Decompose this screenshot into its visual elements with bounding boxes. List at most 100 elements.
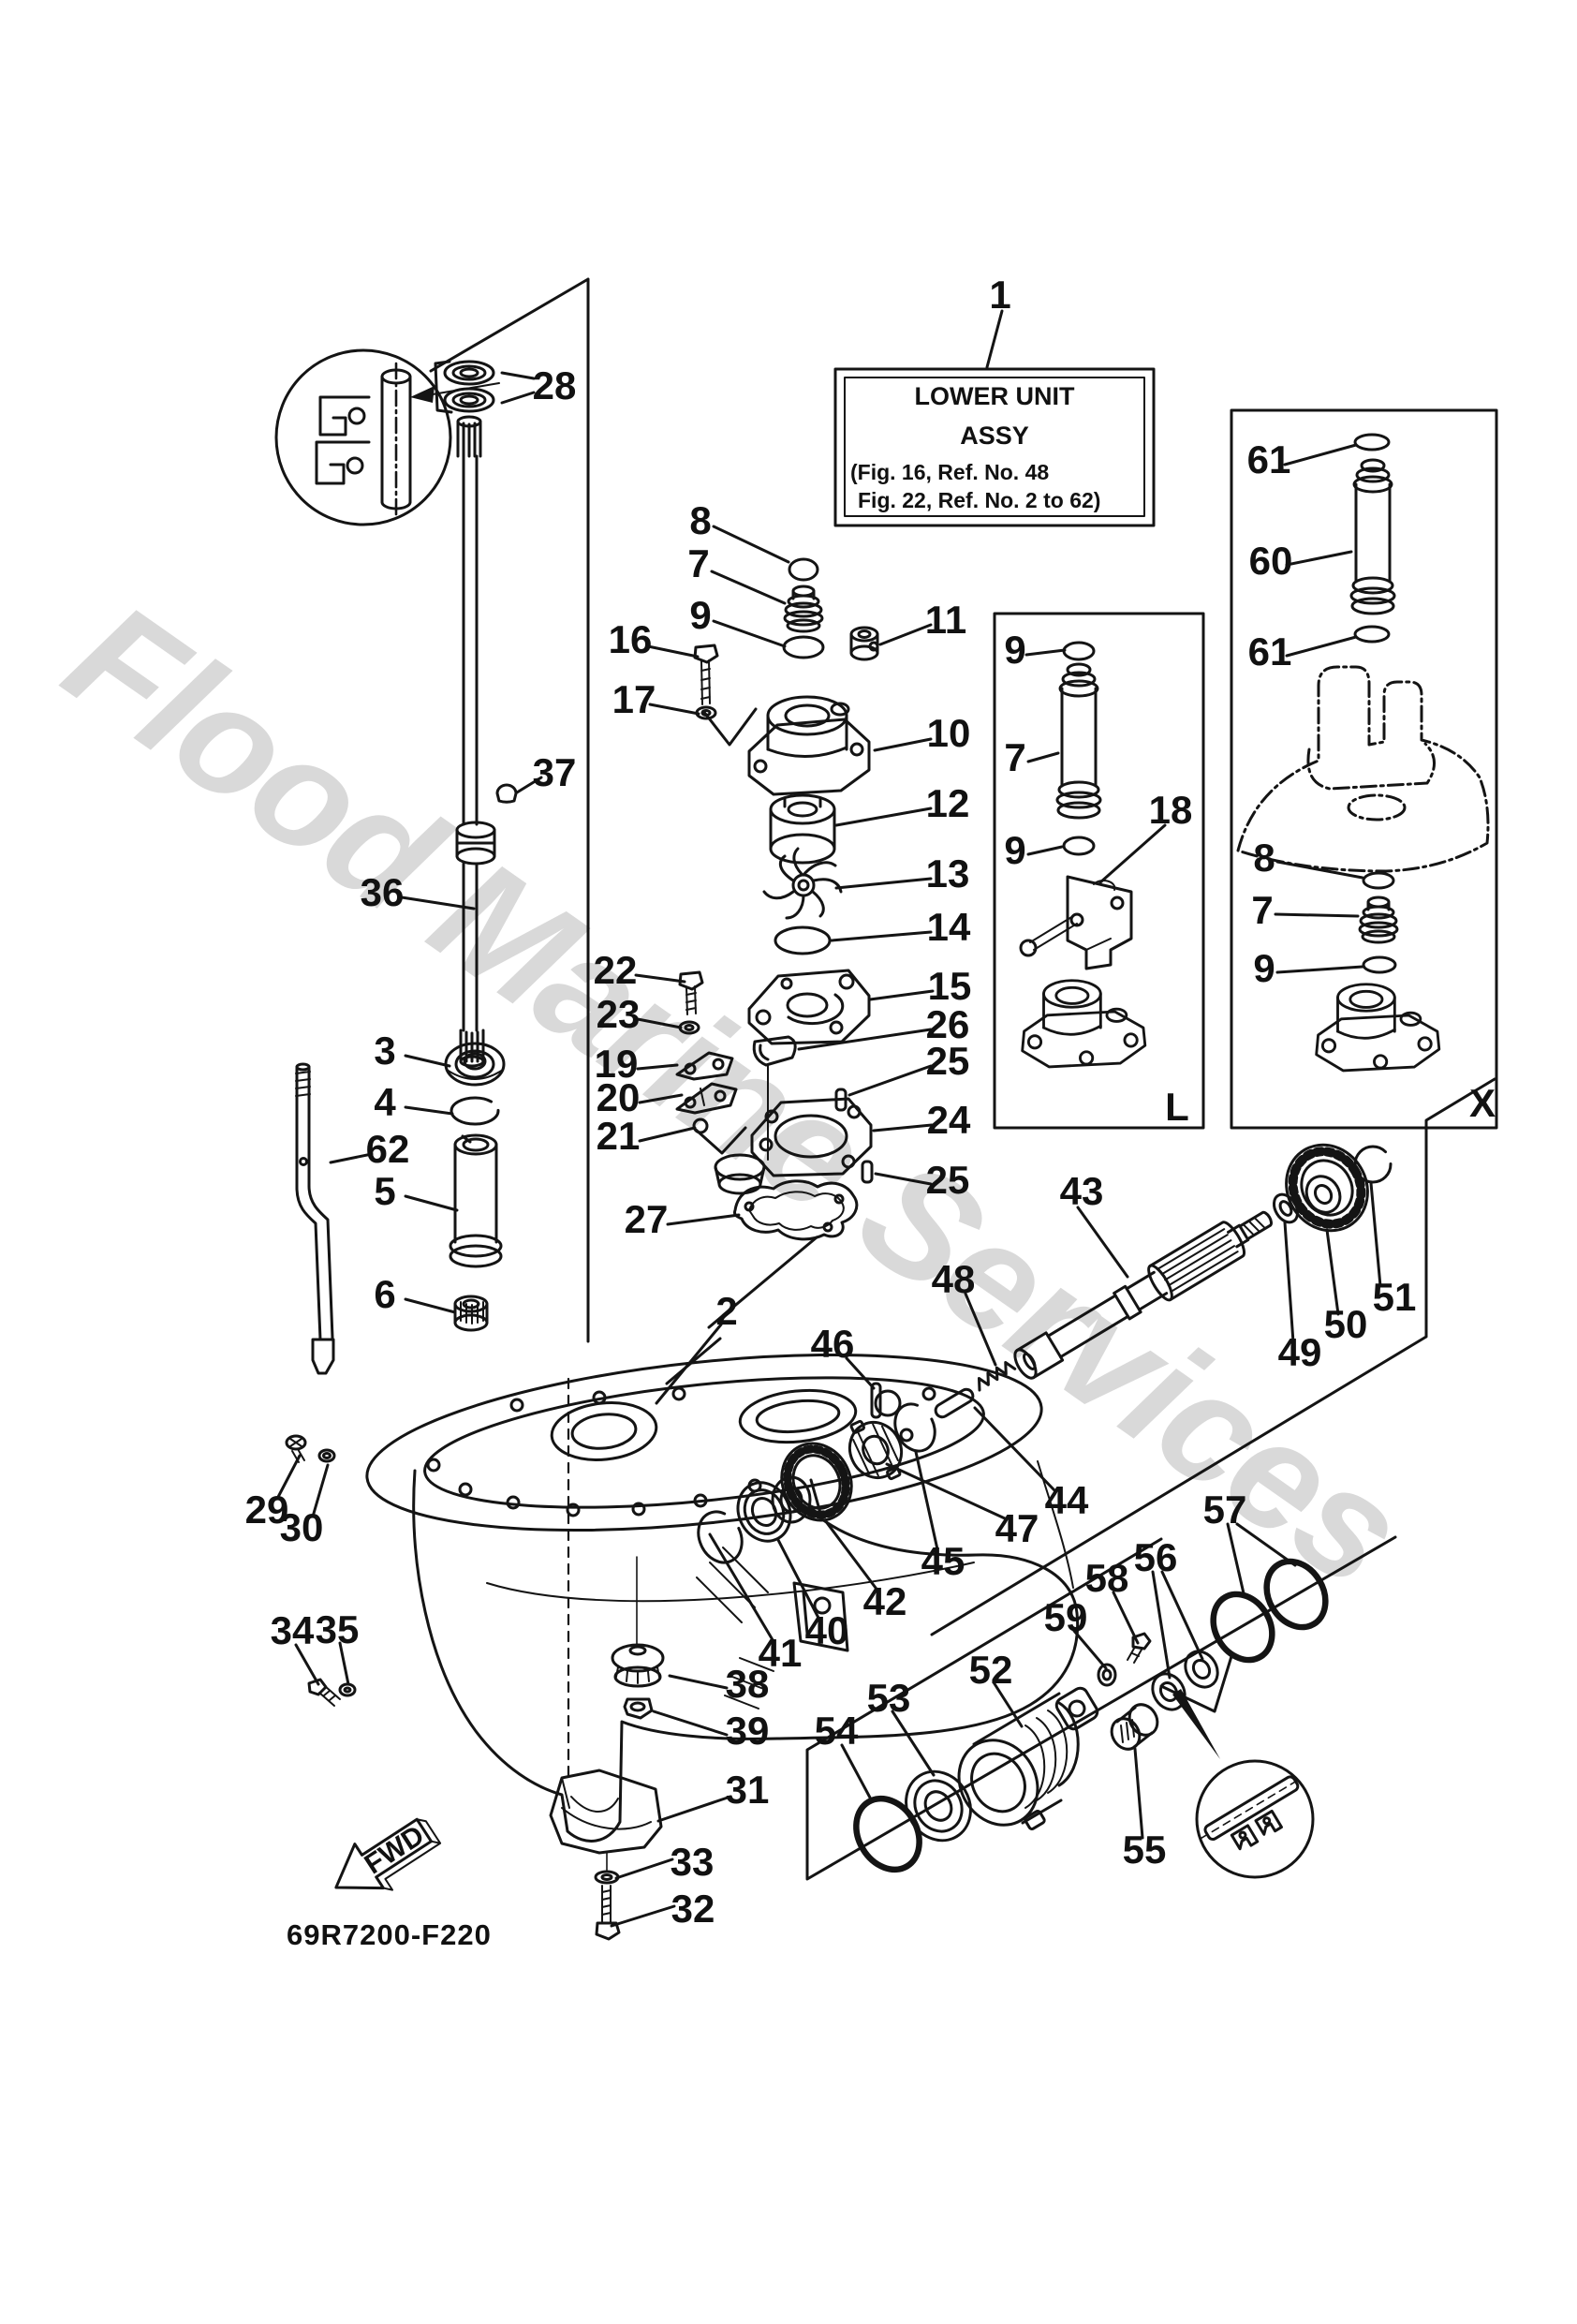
callout-15: 15: [928, 964, 972, 1008]
seal-tube-7-l: [1055, 662, 1102, 820]
callout-60: 60: [1249, 539, 1293, 583]
bushing-11: [849, 626, 879, 661]
trim-tab: [792, 1581, 849, 1652]
callout-7: 7: [1004, 735, 1025, 779]
title-box: LOWER UNIT ASSY (Fig. 16, Ref. No. 48 Fi…: [833, 367, 1156, 527]
c-ring-45: [893, 1402, 936, 1453]
callout-54: 54: [815, 1709, 859, 1753]
callout-1: 1: [989, 273, 1010, 317]
callout-30: 30: [280, 1505, 324, 1549]
washers-56: [1151, 1650, 1219, 1711]
grommet-21: [692, 1118, 709, 1134]
carrier-52: [957, 1686, 1099, 1831]
frame-lines: [429, 277, 1496, 1881]
callout-48: 48: [932, 1257, 976, 1301]
callout-61: 61: [1248, 629, 1292, 674]
shift-rod-boot: [714, 1153, 766, 1195]
callout-26: 26: [926, 1002, 970, 1046]
callout-10: 10: [927, 711, 971, 755]
water-inlet-38: [611, 1643, 665, 1688]
callout-3: 3: [374, 1029, 395, 1073]
callout-28: 28: [533, 363, 577, 407]
bolt-58: [1127, 1632, 1152, 1664]
o-ring-54: [853, 1795, 922, 1873]
callout-23: 23: [597, 992, 641, 1036]
gear-case: [365, 1353, 1080, 1843]
callout-14: 14: [927, 905, 971, 949]
callout-58: 58: [1085, 1556, 1129, 1600]
damper-tube-60: [1349, 458, 1396, 615]
callout-36: 36: [361, 870, 405, 914]
plate-19: [675, 1051, 734, 1081]
callout-9: 9: [689, 593, 711, 637]
o-ring-9: [782, 635, 825, 659]
title-line-1: LOWER UNIT: [915, 382, 1075, 410]
impeller-13: [762, 847, 843, 920]
spring-48: [977, 1360, 1017, 1392]
o-rings-57: [1210, 1558, 1329, 1664]
callout-9: 9: [1004, 628, 1025, 672]
callout-41: 41: [759, 1631, 803, 1675]
callout-20: 20: [597, 1075, 641, 1119]
c-ring-4: [450, 1096, 500, 1126]
callout-52: 52: [969, 1648, 1013, 1692]
title-line-2: ASSY: [960, 422, 1029, 450]
seal-housing-7: [783, 585, 824, 633]
washer-59: [1097, 1663, 1117, 1687]
callout-6: 6: [374, 1272, 395, 1316]
callout-62: 62: [366, 1127, 410, 1171]
callout-53: 53: [867, 1676, 911, 1720]
plate-20: [675, 1082, 738, 1115]
washer-23: [678, 1020, 700, 1035]
callout-37: 37: [533, 750, 577, 794]
nut-39: [623, 1697, 654, 1720]
pump-housing-10: [747, 695, 871, 796]
callout-38: 38: [726, 1662, 770, 1706]
outer-plate-15: [747, 969, 871, 1045]
gasket-27: [733, 1179, 859, 1241]
fwd-label: FWD: [360, 1820, 430, 1881]
callout-40: 40: [805, 1608, 849, 1652]
callout-43: 43: [1060, 1169, 1104, 1213]
callout-2: 2: [715, 1289, 737, 1333]
callout-17: 17: [612, 677, 656, 721]
gasket-14: [774, 925, 832, 955]
o-ring-9-x: [1362, 955, 1397, 974]
callout-12: 12: [926, 781, 970, 825]
leader-lines: [275, 309, 1382, 1928]
title-line-4: Fig. 22, Ref. No. 2 to 62): [858, 488, 1100, 512]
callout-44: 44: [1045, 1478, 1089, 1522]
variant-label-l: L: [1165, 1085, 1189, 1129]
callout-33: 33: [671, 1840, 715, 1884]
pump-base-l: [1021, 979, 1147, 1069]
sleeve-5: [449, 1133, 503, 1268]
bearing-3: [444, 1042, 506, 1087]
bolt-16: [693, 644, 719, 705]
callout-19: 19: [595, 1042, 639, 1086]
fwd-arrow: FWD: [334, 1817, 442, 1891]
title-line-3: (Fig. 16, Ref. No. 48: [850, 460, 1049, 484]
pin-44: [934, 1387, 975, 1419]
bearing-carrier-group: [853, 1558, 1329, 1873]
callout-7: 7: [1251, 888, 1273, 932]
prop-shaft-43: [1013, 1210, 1273, 1380]
seal-housing-7-x: [1358, 896, 1399, 944]
shim-41: [697, 1510, 744, 1564]
callout-50: 50: [1324, 1302, 1368, 1346]
detail-circle-carrier-seals: [1195, 1759, 1315, 1879]
callout-9: 9: [1253, 946, 1275, 990]
woodruff-key: [495, 783, 518, 804]
screw-29: [285, 1434, 307, 1463]
o-ring-8-x: [1362, 871, 1395, 890]
x-variant-box: X: [1230, 408, 1498, 1130]
o-ring-61b: [1353, 625, 1391, 644]
callout-7: 7: [687, 541, 709, 585]
callout-13: 13: [926, 851, 970, 896]
washer-33: [594, 1870, 620, 1885]
water-pump-column: [675, 557, 879, 1241]
callout-56: 56: [1134, 1535, 1178, 1579]
o-ring-8: [788, 557, 819, 582]
upper-casing-outline: [1236, 665, 1490, 873]
callout-18: 18: [1149, 788, 1193, 832]
